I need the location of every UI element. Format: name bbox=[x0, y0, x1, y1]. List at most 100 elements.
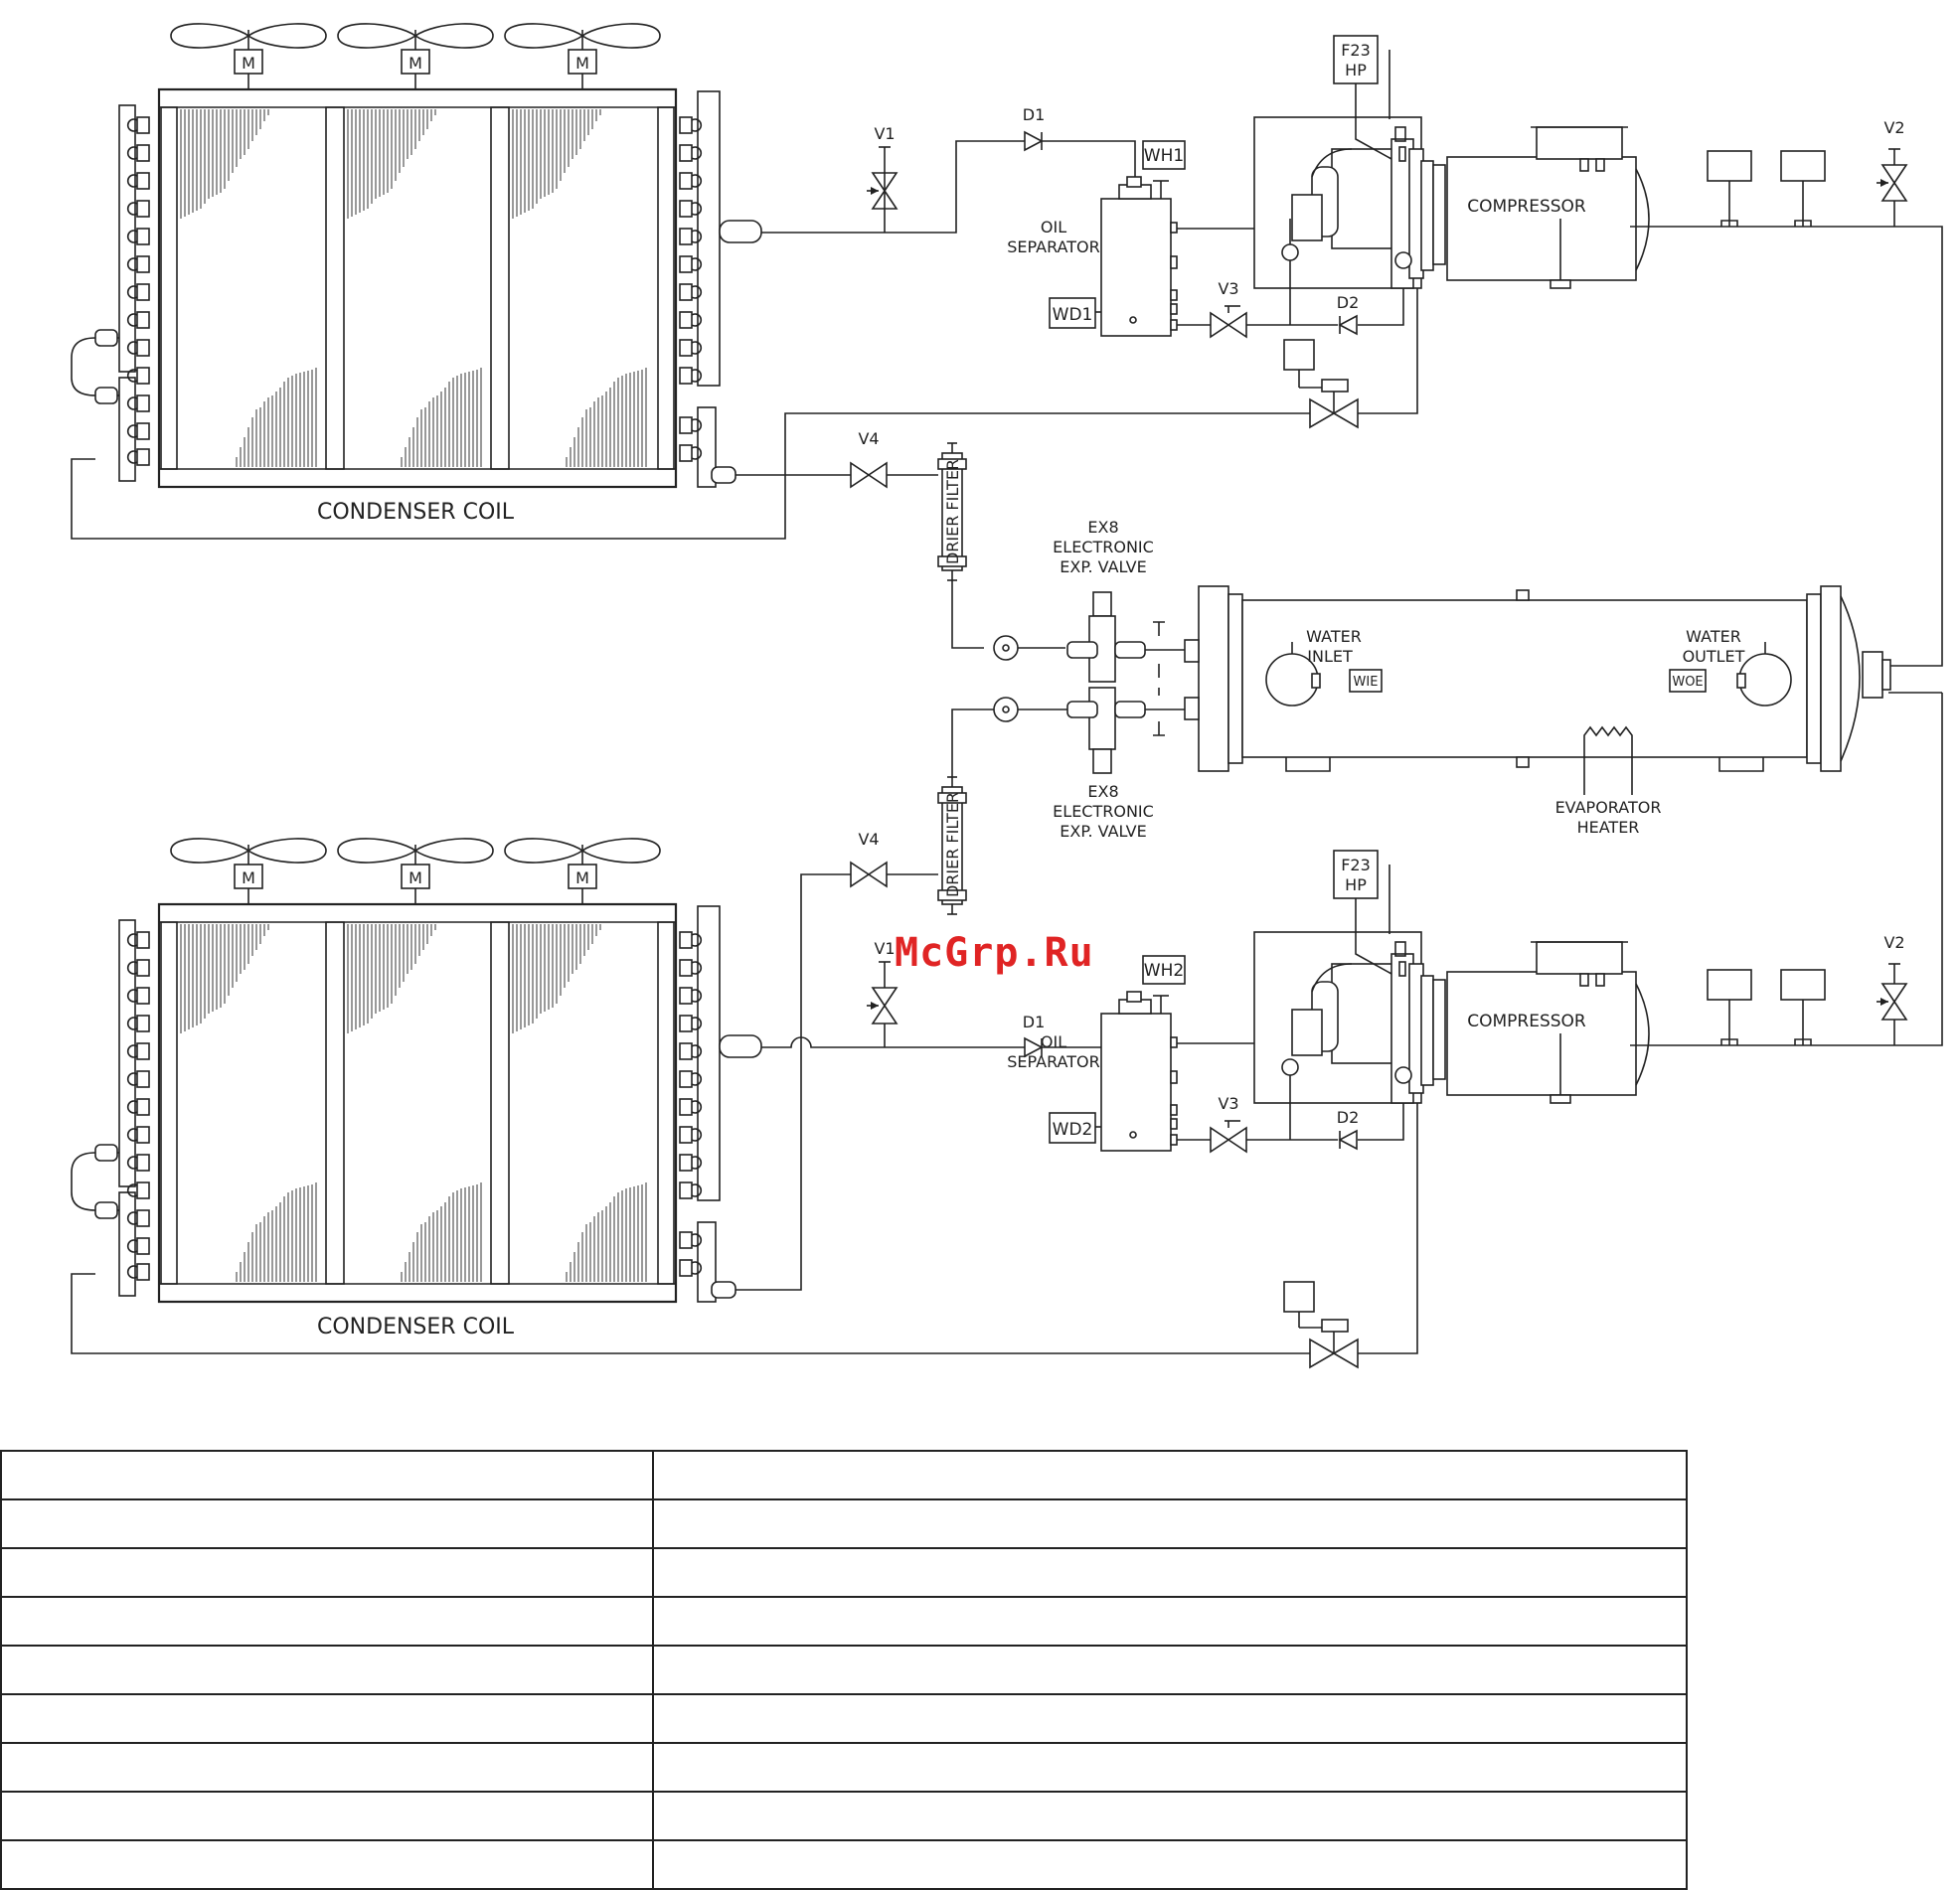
v2-label: V2 bbox=[1883, 118, 1904, 137]
table-cell bbox=[0, 1450, 654, 1500]
table-row bbox=[0, 1839, 1688, 1890]
table-cell bbox=[0, 1693, 654, 1744]
compressor-label-2: COMPRESSOR bbox=[1467, 1012, 1586, 1031]
pressure-sensor-4 bbox=[1780, 969, 1826, 1046]
table-row bbox=[0, 1791, 1688, 1841]
ex8-label-1: EX8 bbox=[1087, 518, 1118, 537]
circuit-1: CONDENSER COIL bbox=[72, 23, 1943, 667]
table-cell bbox=[0, 1791, 654, 1841]
v4-label: V4 bbox=[858, 429, 879, 448]
table-row bbox=[0, 1547, 1688, 1598]
woe-label: WOE bbox=[1672, 675, 1703, 690]
table-cell bbox=[652, 1498, 1688, 1549]
table-cell bbox=[652, 1596, 1688, 1647]
oil-separator-2 bbox=[1100, 991, 1178, 1152]
ex8-electronic-label-1: ELECTRONIC bbox=[1053, 538, 1154, 556]
evaporator: WIE WOE WATER INLET WATER OUTLET EVAPORA… bbox=[937, 518, 1942, 915]
valve-v2-2 bbox=[1876, 983, 1907, 1021]
pressure-sensor-1 bbox=[1707, 150, 1752, 228]
table-row bbox=[0, 1742, 1688, 1793]
drier-filter-label-2: DRIER FILTER bbox=[943, 792, 962, 897]
f23-label-2: F23 bbox=[1341, 856, 1371, 874]
water-inlet-label-2: INLET bbox=[1307, 647, 1353, 666]
v2-label-2: V2 bbox=[1883, 933, 1904, 952]
ex8-electronic-label-2: ELECTRONIC bbox=[1053, 802, 1154, 821]
separator-label: SEPARATOR bbox=[1007, 237, 1100, 256]
d2-label: D2 bbox=[1337, 293, 1360, 312]
table-row bbox=[0, 1596, 1688, 1647]
condenser-label-2: CONDENSER COIL bbox=[317, 1315, 515, 1339]
ex8-label-2: EX8 bbox=[1087, 782, 1118, 801]
v4-label-2: V4 bbox=[858, 830, 879, 849]
v3-label: V3 bbox=[1218, 279, 1238, 298]
separator-label-2: SEPARATOR bbox=[1007, 1052, 1100, 1071]
circuit-2: CONDENSER COIL WH2 bbox=[72, 693, 1943, 1369]
valve-v1 bbox=[866, 172, 898, 210]
sight-glass-2 bbox=[993, 697, 1019, 722]
valve-v3 bbox=[1210, 312, 1247, 338]
table-cell bbox=[652, 1791, 1688, 1841]
d1-label-2: D1 bbox=[1023, 1013, 1046, 1031]
v3-label-2: V3 bbox=[1218, 1094, 1238, 1113]
motor-label-5: M bbox=[408, 868, 422, 887]
oil-separator-1 bbox=[1100, 176, 1178, 337]
water-inlet-label-1: WATER bbox=[1306, 627, 1362, 646]
compressor-1 bbox=[1253, 35, 1650, 289]
valve-v1-2 bbox=[866, 987, 898, 1024]
table-row bbox=[0, 1450, 1688, 1500]
table-row bbox=[0, 1645, 1688, 1695]
motor-label-2: M bbox=[408, 54, 422, 73]
watermark-text: McGrp.Ru bbox=[895, 930, 1094, 976]
table-cell bbox=[652, 1547, 1688, 1598]
heater-wh2-label: WH2 bbox=[1144, 961, 1184, 981]
evaporator-heater-label-1: EVAPORATOR bbox=[1555, 798, 1662, 817]
condenser-label: CONDENSER COIL bbox=[317, 500, 515, 525]
motor-label-3: M bbox=[575, 54, 589, 73]
motor-label-6: M bbox=[575, 868, 589, 887]
valve-v4-2 bbox=[850, 862, 888, 887]
fan-motor-labels: M M M M M M bbox=[242, 54, 589, 887]
compressor-2 bbox=[1253, 850, 1650, 1104]
wie-label: WIE bbox=[1354, 675, 1379, 690]
valve-v4 bbox=[850, 462, 888, 488]
table-cell bbox=[0, 1839, 654, 1890]
v1-label: V1 bbox=[874, 124, 895, 143]
ex8-valve-label-1: EXP. VALVE bbox=[1060, 557, 1146, 576]
table-row bbox=[0, 1693, 1688, 1744]
check-valve-d2-2 bbox=[1339, 1130, 1358, 1150]
hp-label-1: HP bbox=[1345, 61, 1367, 79]
sight-glass bbox=[993, 635, 1019, 661]
water-outlet-label-2: OUTLET bbox=[1683, 647, 1745, 666]
table-cell bbox=[0, 1742, 654, 1793]
table-cell bbox=[0, 1645, 654, 1695]
heater-wh1-label: WH1 bbox=[1144, 146, 1184, 166]
water-outlet-label-1: WATER bbox=[1686, 627, 1741, 646]
motor-label-1: M bbox=[242, 54, 255, 73]
check-valve-d2 bbox=[1339, 315, 1358, 335]
f23-label-1: F23 bbox=[1341, 41, 1371, 60]
d1-label: D1 bbox=[1023, 105, 1046, 124]
condenser-coil-2 bbox=[72, 904, 761, 1302]
oil-label-2: OIL bbox=[1041, 1032, 1066, 1051]
sensor-wd2-label: WD2 bbox=[1053, 1120, 1093, 1140]
valve-v3-2 bbox=[1210, 1127, 1247, 1153]
legend-table bbox=[0, 1450, 1688, 1890]
table-cell bbox=[652, 1645, 1688, 1695]
table-cell bbox=[652, 1839, 1688, 1890]
table-cell bbox=[652, 1742, 1688, 1793]
motor-label-4: M bbox=[242, 868, 255, 887]
sensor-wd1-label: WD1 bbox=[1053, 305, 1093, 325]
table-cell bbox=[0, 1547, 654, 1598]
table-cell bbox=[652, 1693, 1688, 1744]
v1-label-2: V1 bbox=[874, 939, 895, 958]
table-cell bbox=[0, 1596, 654, 1647]
hp-label-2: HP bbox=[1345, 875, 1367, 894]
drier-filter-label: DRIER FILTER bbox=[943, 459, 962, 564]
condenser-coil-1 bbox=[72, 89, 761, 487]
table-cell bbox=[0, 1498, 654, 1549]
valve-v2 bbox=[1876, 164, 1907, 202]
pressure-sensor-2 bbox=[1780, 150, 1826, 228]
oil-label: OIL bbox=[1041, 218, 1066, 236]
d2-label-2: D2 bbox=[1337, 1108, 1360, 1127]
table-cell bbox=[652, 1450, 1688, 1500]
